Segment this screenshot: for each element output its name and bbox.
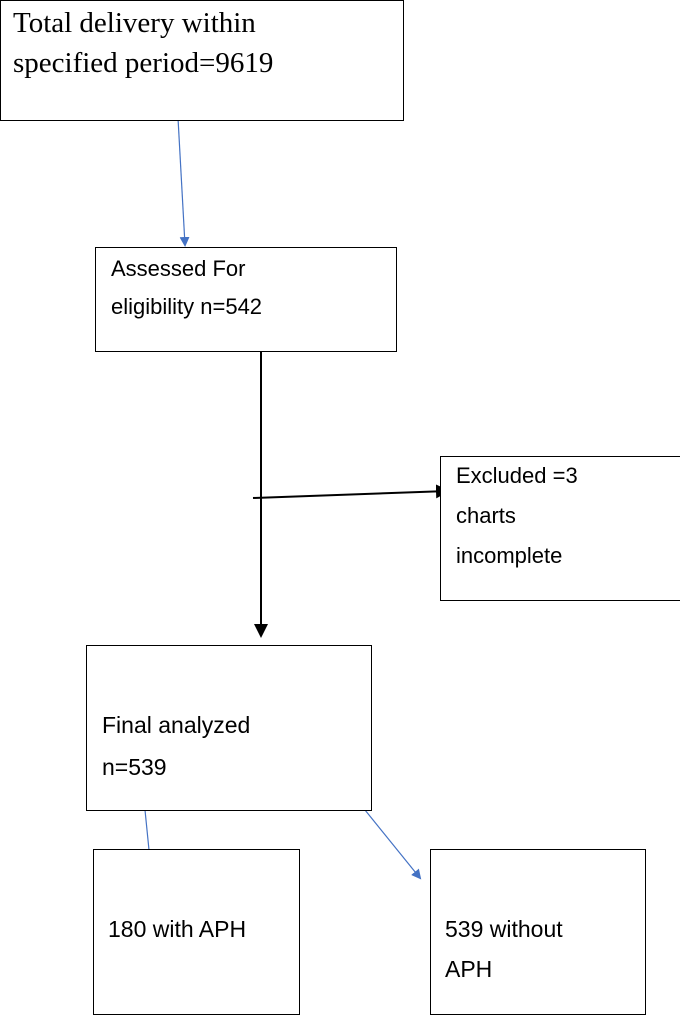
final-line-2: n=539 bbox=[102, 754, 167, 780]
total-line-2: specified period=9619 bbox=[13, 47, 274, 79]
box-excluded: Excluded =3 charts incomplete bbox=[440, 456, 680, 601]
assessed-line-1: Assessed For bbox=[111, 256, 246, 281]
without-aph-line-2: APH bbox=[445, 956, 493, 982]
arrow-to-excluded bbox=[252, 484, 450, 499]
final-line-1: Final analyzed bbox=[102, 712, 251, 738]
excluded-line-1: Excluded =3 bbox=[456, 463, 578, 488]
total-line-1: Total delivery within bbox=[13, 7, 256, 39]
arrow-total-to-assessed bbox=[177, 117, 190, 247]
box-final-analyzed: Final analyzed n=539 bbox=[86, 645, 372, 811]
excluded-line-3: incomplete bbox=[456, 543, 563, 568]
with-aph-label: 180 with APH bbox=[108, 916, 247, 942]
box-without-aph: 539 without APH bbox=[430, 849, 646, 1015]
box-with-aph: 180 with APH bbox=[93, 849, 300, 1015]
box-total-delivery: Total delivery within specified period=9… bbox=[0, 0, 404, 121]
without-aph-line-1: 539 without bbox=[445, 916, 563, 942]
box-assessed-eligibility: Assessed For eligibility n=542 bbox=[95, 247, 397, 352]
arrow-final-to-without-aph bbox=[364, 809, 422, 880]
assessed-line-2: eligibility n=542 bbox=[111, 294, 263, 319]
excluded-line-2: charts bbox=[456, 503, 516, 528]
